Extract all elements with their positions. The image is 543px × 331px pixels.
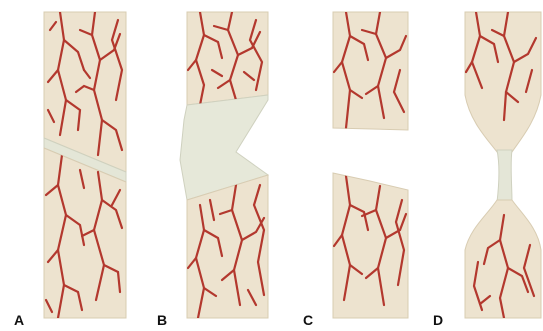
- panel-label-a: A: [14, 313, 24, 327]
- panel-label-c: C: [303, 313, 313, 327]
- panel-d-narrow-neck-tissue: [497, 150, 512, 202]
- panel-label-b: B: [157, 313, 167, 327]
- panel-c: [333, 12, 408, 318]
- panel-a: [44, 12, 126, 318]
- panel-b: [180, 12, 268, 318]
- panel-label-d: D: [433, 313, 443, 327]
- panel-d: [465, 12, 541, 318]
